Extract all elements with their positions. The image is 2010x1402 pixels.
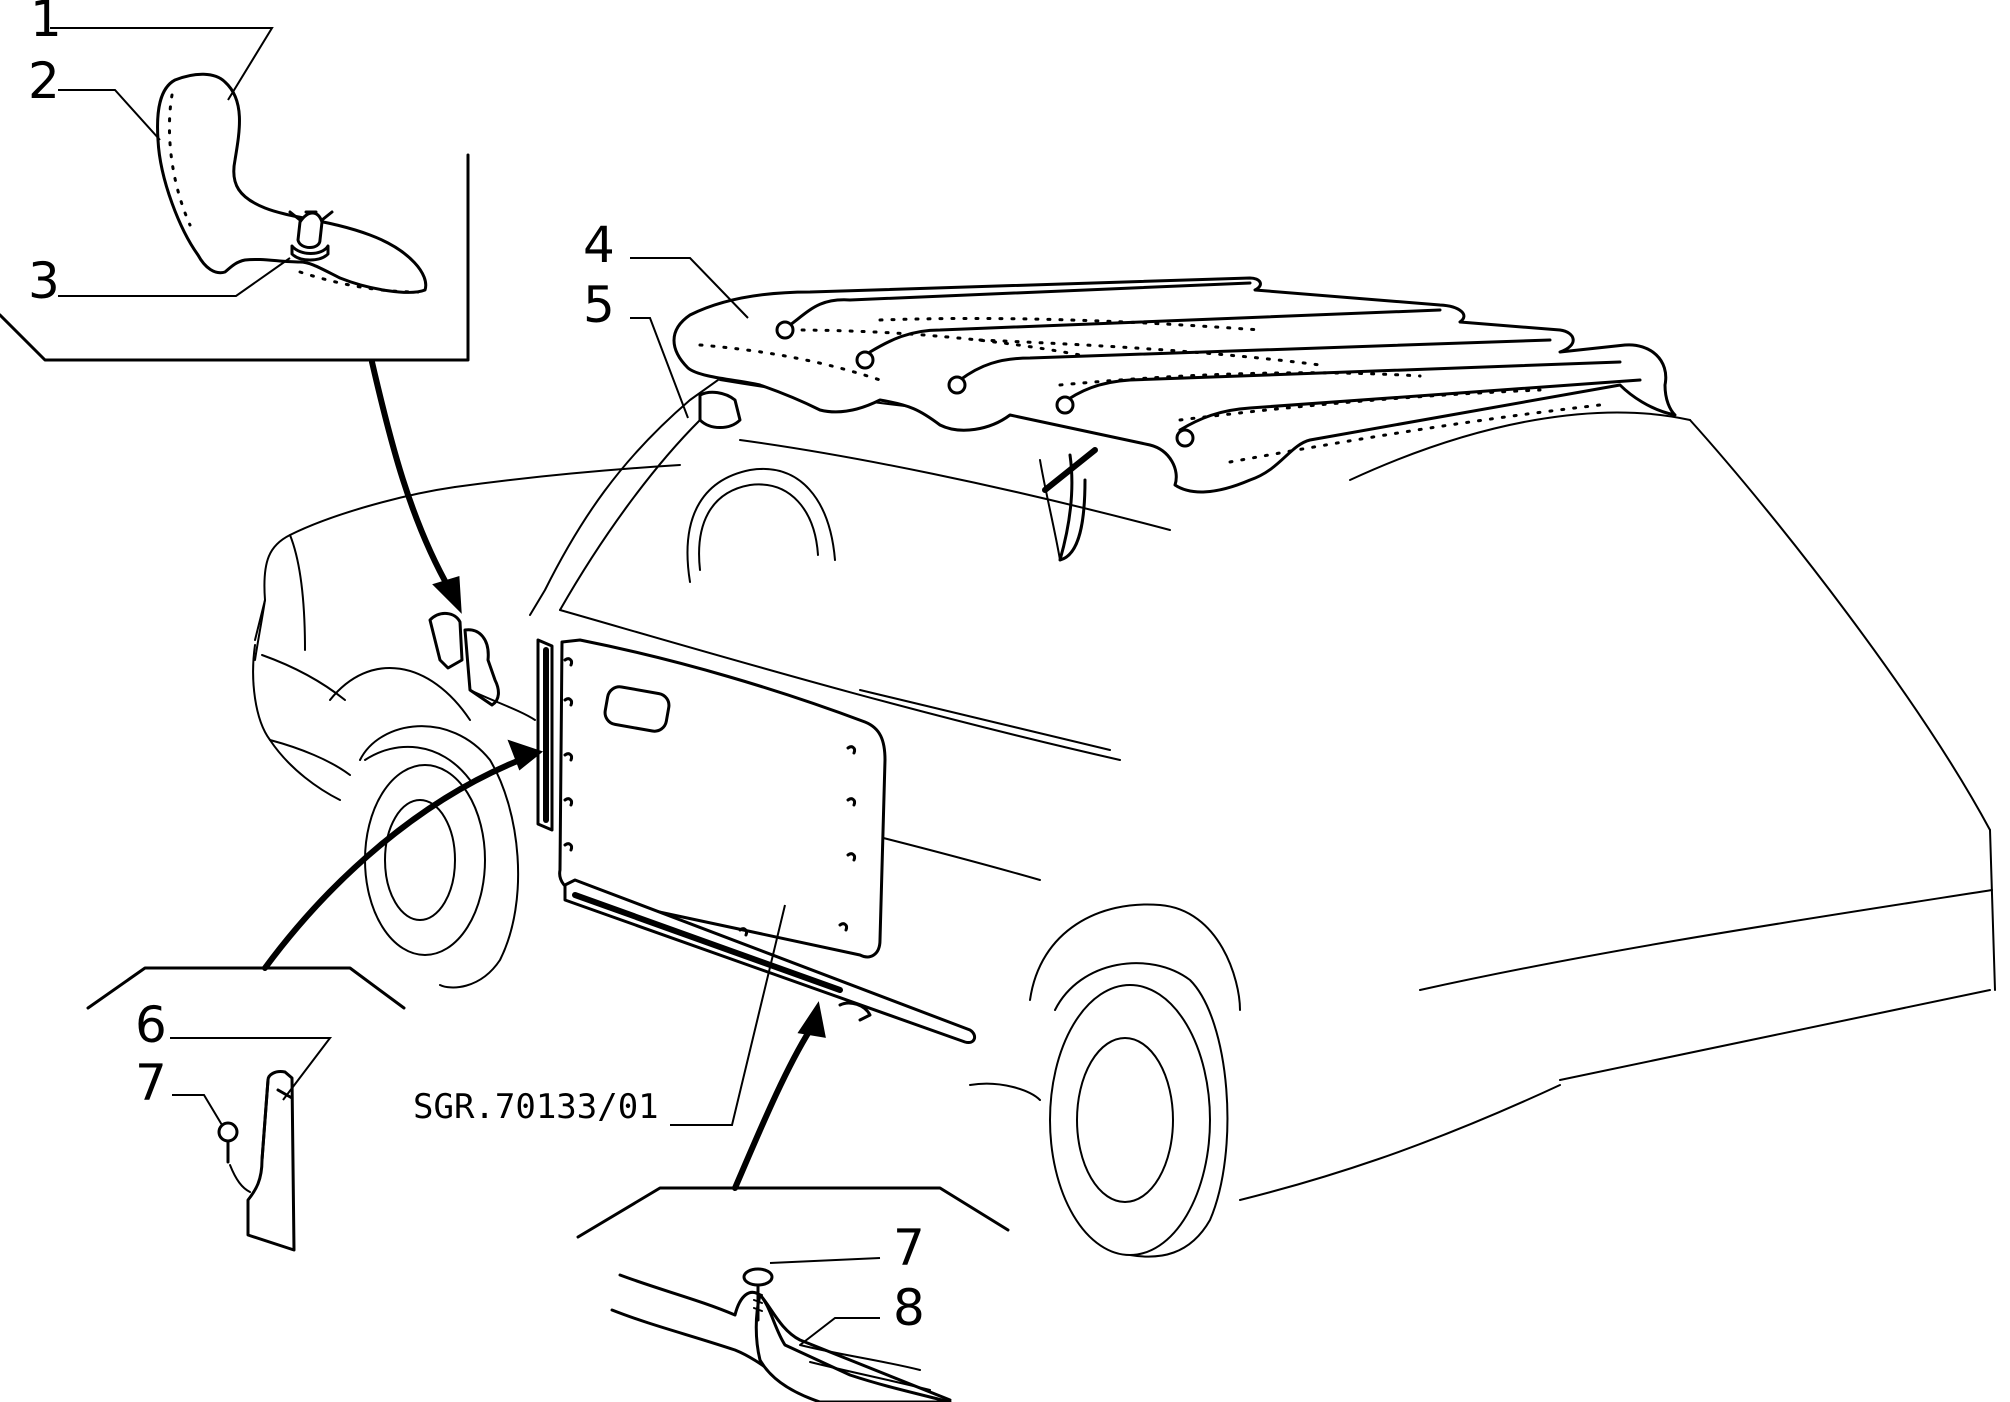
callout-7-bottom: 7 [893,1219,925,1277]
callout-4: 4 [583,216,615,274]
inset-bottom-center [576,1186,1010,1402]
callout-7-left: 7 [135,1054,167,1112]
pillar-trim-part [698,390,742,429]
roof-lining-part [672,276,1677,494]
arrow-inset6-to-car [262,739,544,971]
callout-8: 8 [893,1279,925,1337]
leader-lines [50,27,881,1346]
callout-5: 5 [583,276,615,334]
arrow-inset-to-car [369,359,462,614]
arrow-inset8-to-car [732,1001,826,1191]
reference-code: SGR.70133/01 [413,1087,659,1127]
inset-top-left [0,72,470,362]
callout-3: 3 [28,252,60,310]
callout-6: 6 [135,996,167,1054]
callout-labels: 1 2 3 4 5 6 7 7 8 SGR.70133/01 [28,0,925,1337]
car-body [252,379,1996,1258]
inset-bottom-left [86,966,406,1252]
side-panel-part [536,638,977,1045]
callout-2: 2 [28,52,60,110]
hinge-bracket [428,612,536,721]
callout-1: 1 [30,0,62,48]
